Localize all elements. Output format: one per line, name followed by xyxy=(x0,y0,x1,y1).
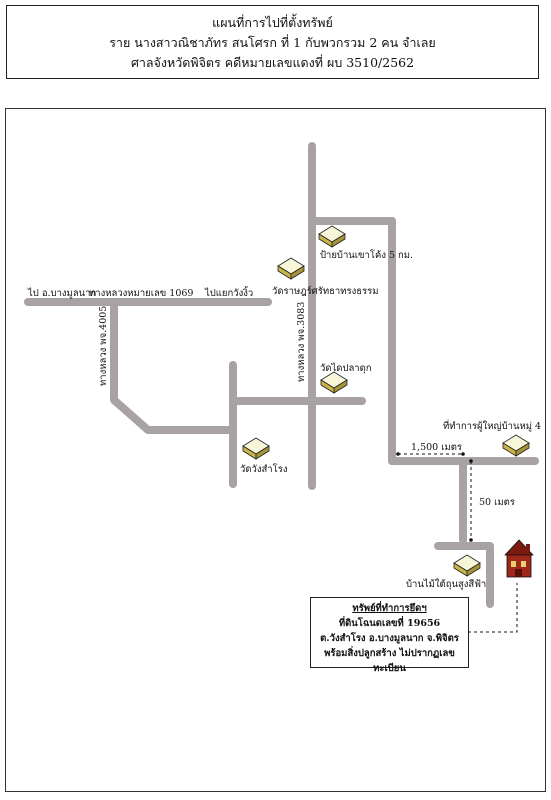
wat-rat-burana-icon xyxy=(277,257,305,280)
label-village-office: ที่ทำการผู้ใหญ่บ้านหมู่ 4 xyxy=(443,419,541,432)
label-sign-khao-kong: ป้ายบ้านเขาโค้ง 5 กม. xyxy=(320,249,413,261)
property-note: พร้อมสิ่งปลูกสร้าง ไม่ปรากฏเลขทะเบียน xyxy=(324,648,455,674)
label-to-bang-mun-nak: ไป อ.บางมูลนาก xyxy=(27,287,96,299)
label-dist-1500: 1,500 เมตร xyxy=(411,442,462,453)
house-mai-dai-icon xyxy=(453,554,481,577)
label-dist-50: 50 เมตร xyxy=(479,497,515,508)
property-deed: ที่ดินโฉนดเลขที่ 19656 xyxy=(338,618,441,629)
wat-wang-samrong-icon xyxy=(242,437,270,460)
property-box-title: ทรัพย์ที่ทำการยึดฯ xyxy=(352,603,427,614)
road-south-branch xyxy=(434,542,494,608)
label-highway-4005: ทางหลวง พจ.4005 xyxy=(98,306,109,386)
village-office-icon xyxy=(502,434,530,457)
property-location: ต.วังสำโรง อ.บางมูลนาก จ.พิจิตร xyxy=(320,633,459,644)
label-highway-3083: ทางหลวง พจ.3083 xyxy=(296,302,307,382)
label-wat-dai-pla-duk: วัดไดปลาดุก xyxy=(320,362,372,374)
label-highway-1069: ทางหลวงหมายเลข 1069 xyxy=(89,288,193,299)
property-house-icon xyxy=(504,539,534,578)
defendant-line: ราย นางสาวณิชาภัทร สนโศรก ที่ 1 กับพวกรว… xyxy=(109,35,436,50)
road-4005 xyxy=(110,298,236,434)
court-case-line: ศาลจังหวัดพิจิตร คดีหมายเลขแดงที่ ผบ 351… xyxy=(130,55,415,70)
label-wat-rat-burana: วัดราษฎร์ศรัทธาทรงธรรม xyxy=(272,285,378,297)
wat-dai-pla-duk-icon xyxy=(320,371,348,394)
dash-to-box xyxy=(468,583,518,633)
sign-khao-kong-icon xyxy=(318,225,346,248)
label-house-mai-dai: บ้านไม้ใต้ถุนสูงสีฟ้า xyxy=(406,578,486,590)
map-title: แผนที่การไปที่ตั้งทรัพย์ xyxy=(212,15,333,30)
label-wat-wang-samrong: วัดวังสำโรง xyxy=(240,463,287,475)
map-header: แผนที่การไปที่ตั้งทรัพย์ ราย นางสาวณิชาภ… xyxy=(6,5,539,79)
label-to-wang-ngio: ไปแยกวังงิ้ว xyxy=(204,286,253,299)
property-info-box: ทรัพย์ที่ทำการยึดฯ ที่ดินโฉนดเลขที่ 1965… xyxy=(310,597,469,674)
map-frame xyxy=(5,108,546,792)
